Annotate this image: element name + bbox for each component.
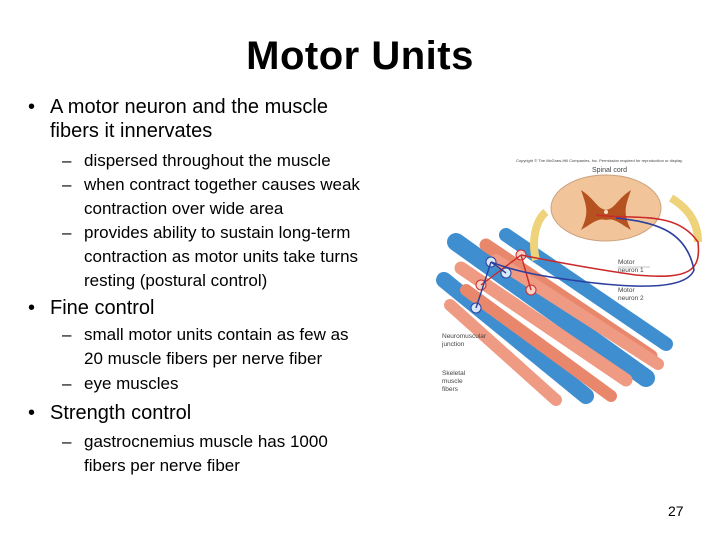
motor-unit-figure: Copyright © The McGraw-Hill Companies, I… xyxy=(436,158,702,406)
label-motor-neuron-2: Motor neuron 2 xyxy=(618,287,644,302)
sub-bullet-text: dispersed throughout the muscle xyxy=(84,151,331,170)
label-skeletal-muscle-fibers: Skeletal muscle fibers xyxy=(442,370,467,393)
sub-bullet-mark: – xyxy=(62,374,72,393)
sub-bullet-mark: – xyxy=(62,175,72,194)
label-neuromuscular-junction: Neuromuscular junction xyxy=(441,333,488,348)
bullet-mark: • xyxy=(28,402,36,424)
bullet-mark: • xyxy=(28,96,36,118)
sub-bullet-mark: – xyxy=(62,151,72,170)
sub-bullet-text: when contract together causes weak contr… xyxy=(84,175,360,218)
muscle-fibers xyxy=(436,228,673,406)
bullet-mark: • xyxy=(28,297,36,319)
figure-caption: Copyright © The McGraw-Hill Companies, I… xyxy=(516,158,683,163)
figure-labels: Spinal cord Motor neuron 1 Motor neuron … xyxy=(441,167,650,393)
sub-bullet-text: eye muscles xyxy=(84,374,179,393)
sub-bullet-mark: – xyxy=(62,325,72,344)
motor-neuron-axons xyxy=(475,214,700,309)
bullet-text: Fine control xyxy=(50,297,155,319)
label-motor-neuron-1: Motor neuron 1 xyxy=(618,259,644,274)
slide-title: Motor Units xyxy=(246,34,474,78)
sub-bullet-text: provides ability to sustain long-term co… xyxy=(84,223,359,290)
page-number: 27 xyxy=(668,503,684,519)
sub-bullet-mark: – xyxy=(62,223,72,242)
bullet-text: Strength control xyxy=(50,402,192,424)
sub-bullet-mark: – xyxy=(62,432,72,451)
label-spinal-cord: Spinal cord xyxy=(592,167,627,174)
bullet-text: A motor neuron and the muscle fibers it … xyxy=(50,96,328,142)
sub-bullet-text: small motor units contain as few as 20 m… xyxy=(84,325,349,368)
spinal-nerve xyxy=(530,194,702,261)
spinal-cord-cross-section xyxy=(550,174,662,242)
sub-bullet-text: gastrocnemius muscle has 1000 fibers per… xyxy=(84,432,328,475)
